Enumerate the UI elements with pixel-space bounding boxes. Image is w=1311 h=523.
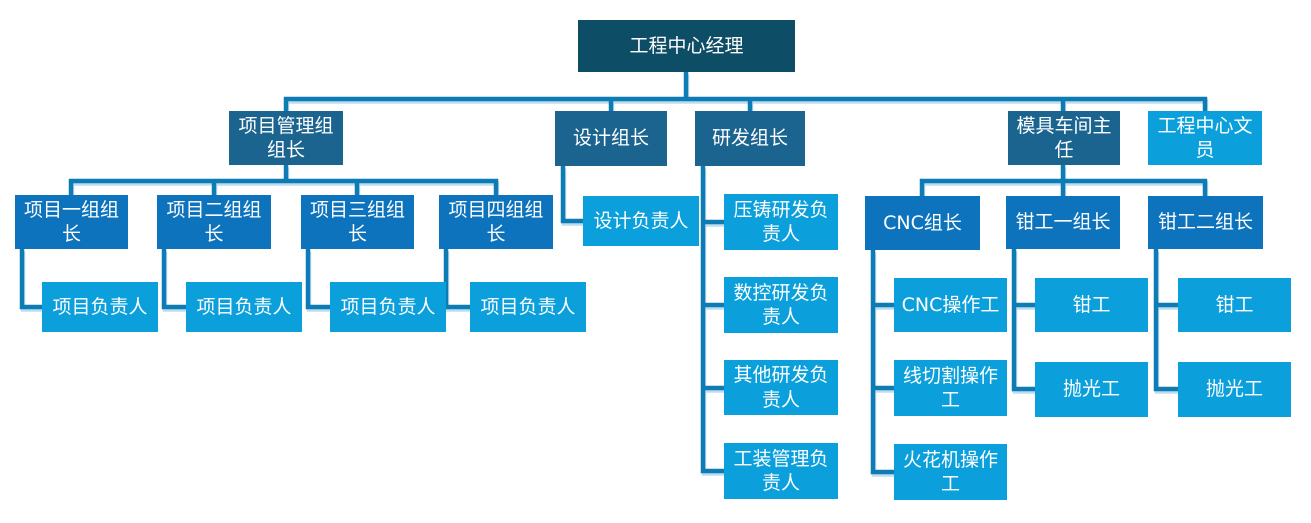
node-project-member-4[interactable]: 项目负责人 <box>470 282 586 332</box>
connector-project-groups-to-members <box>19 249 470 310</box>
node-project-management-group-leader[interactable]: 项目管理组组长 <box>229 111 343 165</box>
connector-fitter1-lead-to-workers <box>1011 249 1035 392</box>
node-polisher-2[interactable]: 抛光工 <box>1178 362 1291 417</box>
node-diecast-rd-member[interactable]: 压铸研发负责人 <box>724 194 838 250</box>
connector-mold-director-to-leads <box>919 165 1208 196</box>
node-wirecut-operator[interactable]: 线切割操作工 <box>894 360 1007 416</box>
node-tooling-mgmt-member[interactable]: 工装管理负责人 <box>724 443 838 499</box>
connector-rd-lead-to-members <box>700 166 724 474</box>
node-cnc-group-leader[interactable]: CNC组长 <box>865 196 980 250</box>
node-design-member[interactable]: 设计负责人 <box>583 196 699 246</box>
node-rd-leader[interactable]: 研发组长 <box>695 111 805 166</box>
node-cnc-operator[interactable]: CNC操作工 <box>894 278 1007 332</box>
node-project-group4-leader[interactable]: 项目四组组长 <box>439 195 553 249</box>
connector-project-mgmt-to-groups <box>68 165 499 195</box>
node-design-leader[interactable]: 设计组长 <box>555 111 667 166</box>
connector-fitter2-lead-to-workers <box>1153 249 1178 392</box>
connector-main-layer <box>19 72 1208 475</box>
node-other-rd-member[interactable]: 其他研发负责人 <box>724 360 838 415</box>
node-polisher-1[interactable]: 抛光工 <box>1035 362 1148 417</box>
node-nc-rd-member[interactable]: 数控研发负责人 <box>724 277 838 333</box>
node-project-group3-leader[interactable]: 项目三组组长 <box>301 195 414 249</box>
node-mold-workshop-director[interactable]: 模具车间主任 <box>1008 111 1120 165</box>
node-fitter-group2-leader[interactable]: 钳工二组长 <box>1148 196 1263 249</box>
connector-cnc-lead-to-operators <box>870 250 894 475</box>
connector-root-to-level2 <box>283 72 1208 111</box>
node-project-group1-leader[interactable]: 项目一组组长 <box>15 195 128 249</box>
connector-design-lead-to-member <box>560 166 583 224</box>
node-engineering-center-manager[interactable]: 工程中心经理 <box>578 20 795 72</box>
node-project-group2-leader[interactable]: 项目二组组长 <box>157 195 271 249</box>
node-fitter-1[interactable]: 钳工 <box>1035 278 1148 332</box>
node-project-member-2[interactable]: 项目负责人 <box>186 282 302 332</box>
node-edm-operator[interactable]: 火花机操作工 <box>894 444 1007 500</box>
node-engineering-center-clerk[interactable]: 工程中心文员 <box>1148 111 1262 165</box>
node-fitter-group1-leader[interactable]: 钳工一组长 <box>1006 196 1120 249</box>
node-fitter-2[interactable]: 钳工 <box>1178 278 1291 332</box>
node-project-member-1[interactable]: 项目负责人 <box>42 282 158 332</box>
node-project-member-3[interactable]: 项目负责人 <box>330 282 446 332</box>
